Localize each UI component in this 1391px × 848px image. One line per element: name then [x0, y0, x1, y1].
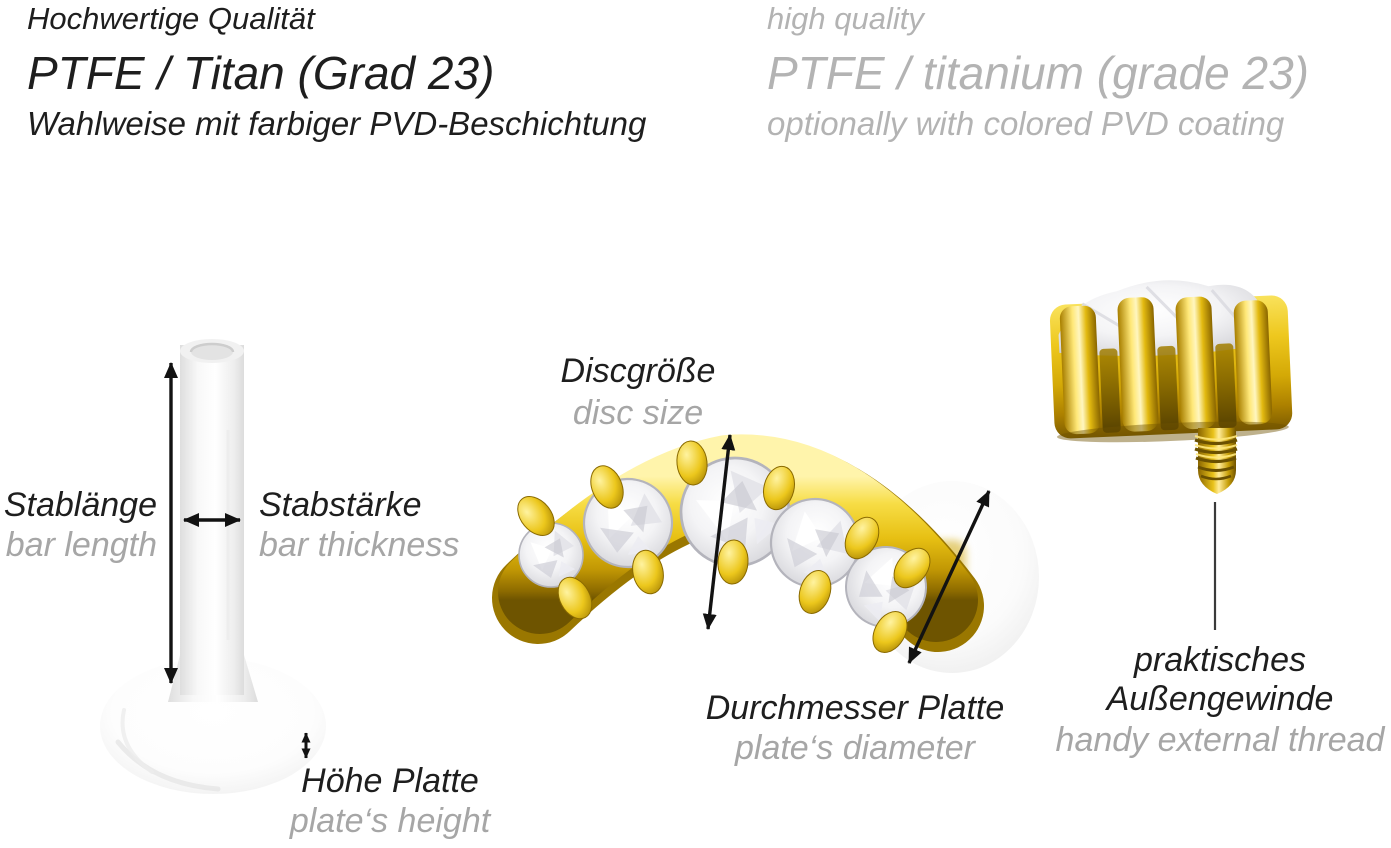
label-bar-thickness-en: bar thickness [259, 526, 460, 564]
label-disc-size-de: Discgröße [560, 352, 716, 390]
label-plate-diameter-de: Durchmesser Platte [705, 689, 1005, 727]
label-disc-size-en: disc size [572, 394, 704, 432]
labret-illustration [100, 339, 326, 794]
arrow-plate-diameter [907, 490, 991, 664]
label-external-thread-en: handy external thread [1055, 721, 1385, 759]
heading-en-material: PTFE / titanium (grade 23) [767, 47, 1309, 99]
heading-de-coating: Wahlweise mit farbiger PVD-Beschichtung [27, 105, 647, 142]
measurement-arrows [164, 362, 991, 759]
label-external-thread-de2: Außengewinde [1106, 680, 1334, 718]
screw-thread [1194, 428, 1238, 494]
label-bar-thickness-de: Stabstärke [259, 486, 422, 524]
label-external-thread-de1: praktisches [1134, 641, 1306, 679]
label-plate-height-de: Höhe Platte [301, 762, 479, 800]
heading-en-quality: high quality [767, 1, 924, 36]
label-plate-height-en: plate‘s height [289, 802, 491, 840]
label-bar-length-de: Stablänge [3, 486, 157, 524]
heading-en-coating: optionally with colored PVD coating [767, 105, 1285, 142]
heading-de-quality: Hochwertige Qualität [27, 1, 315, 36]
label-bar-length-en: bar length [5, 526, 157, 564]
heading-de-material: PTFE / Titan (Grad 23) [27, 47, 495, 99]
label-plate-diameter-en: plate‘s diameter [734, 729, 975, 767]
threaded-top-illustration [1049, 280, 1293, 630]
arrow-disc-size [702, 434, 736, 630]
